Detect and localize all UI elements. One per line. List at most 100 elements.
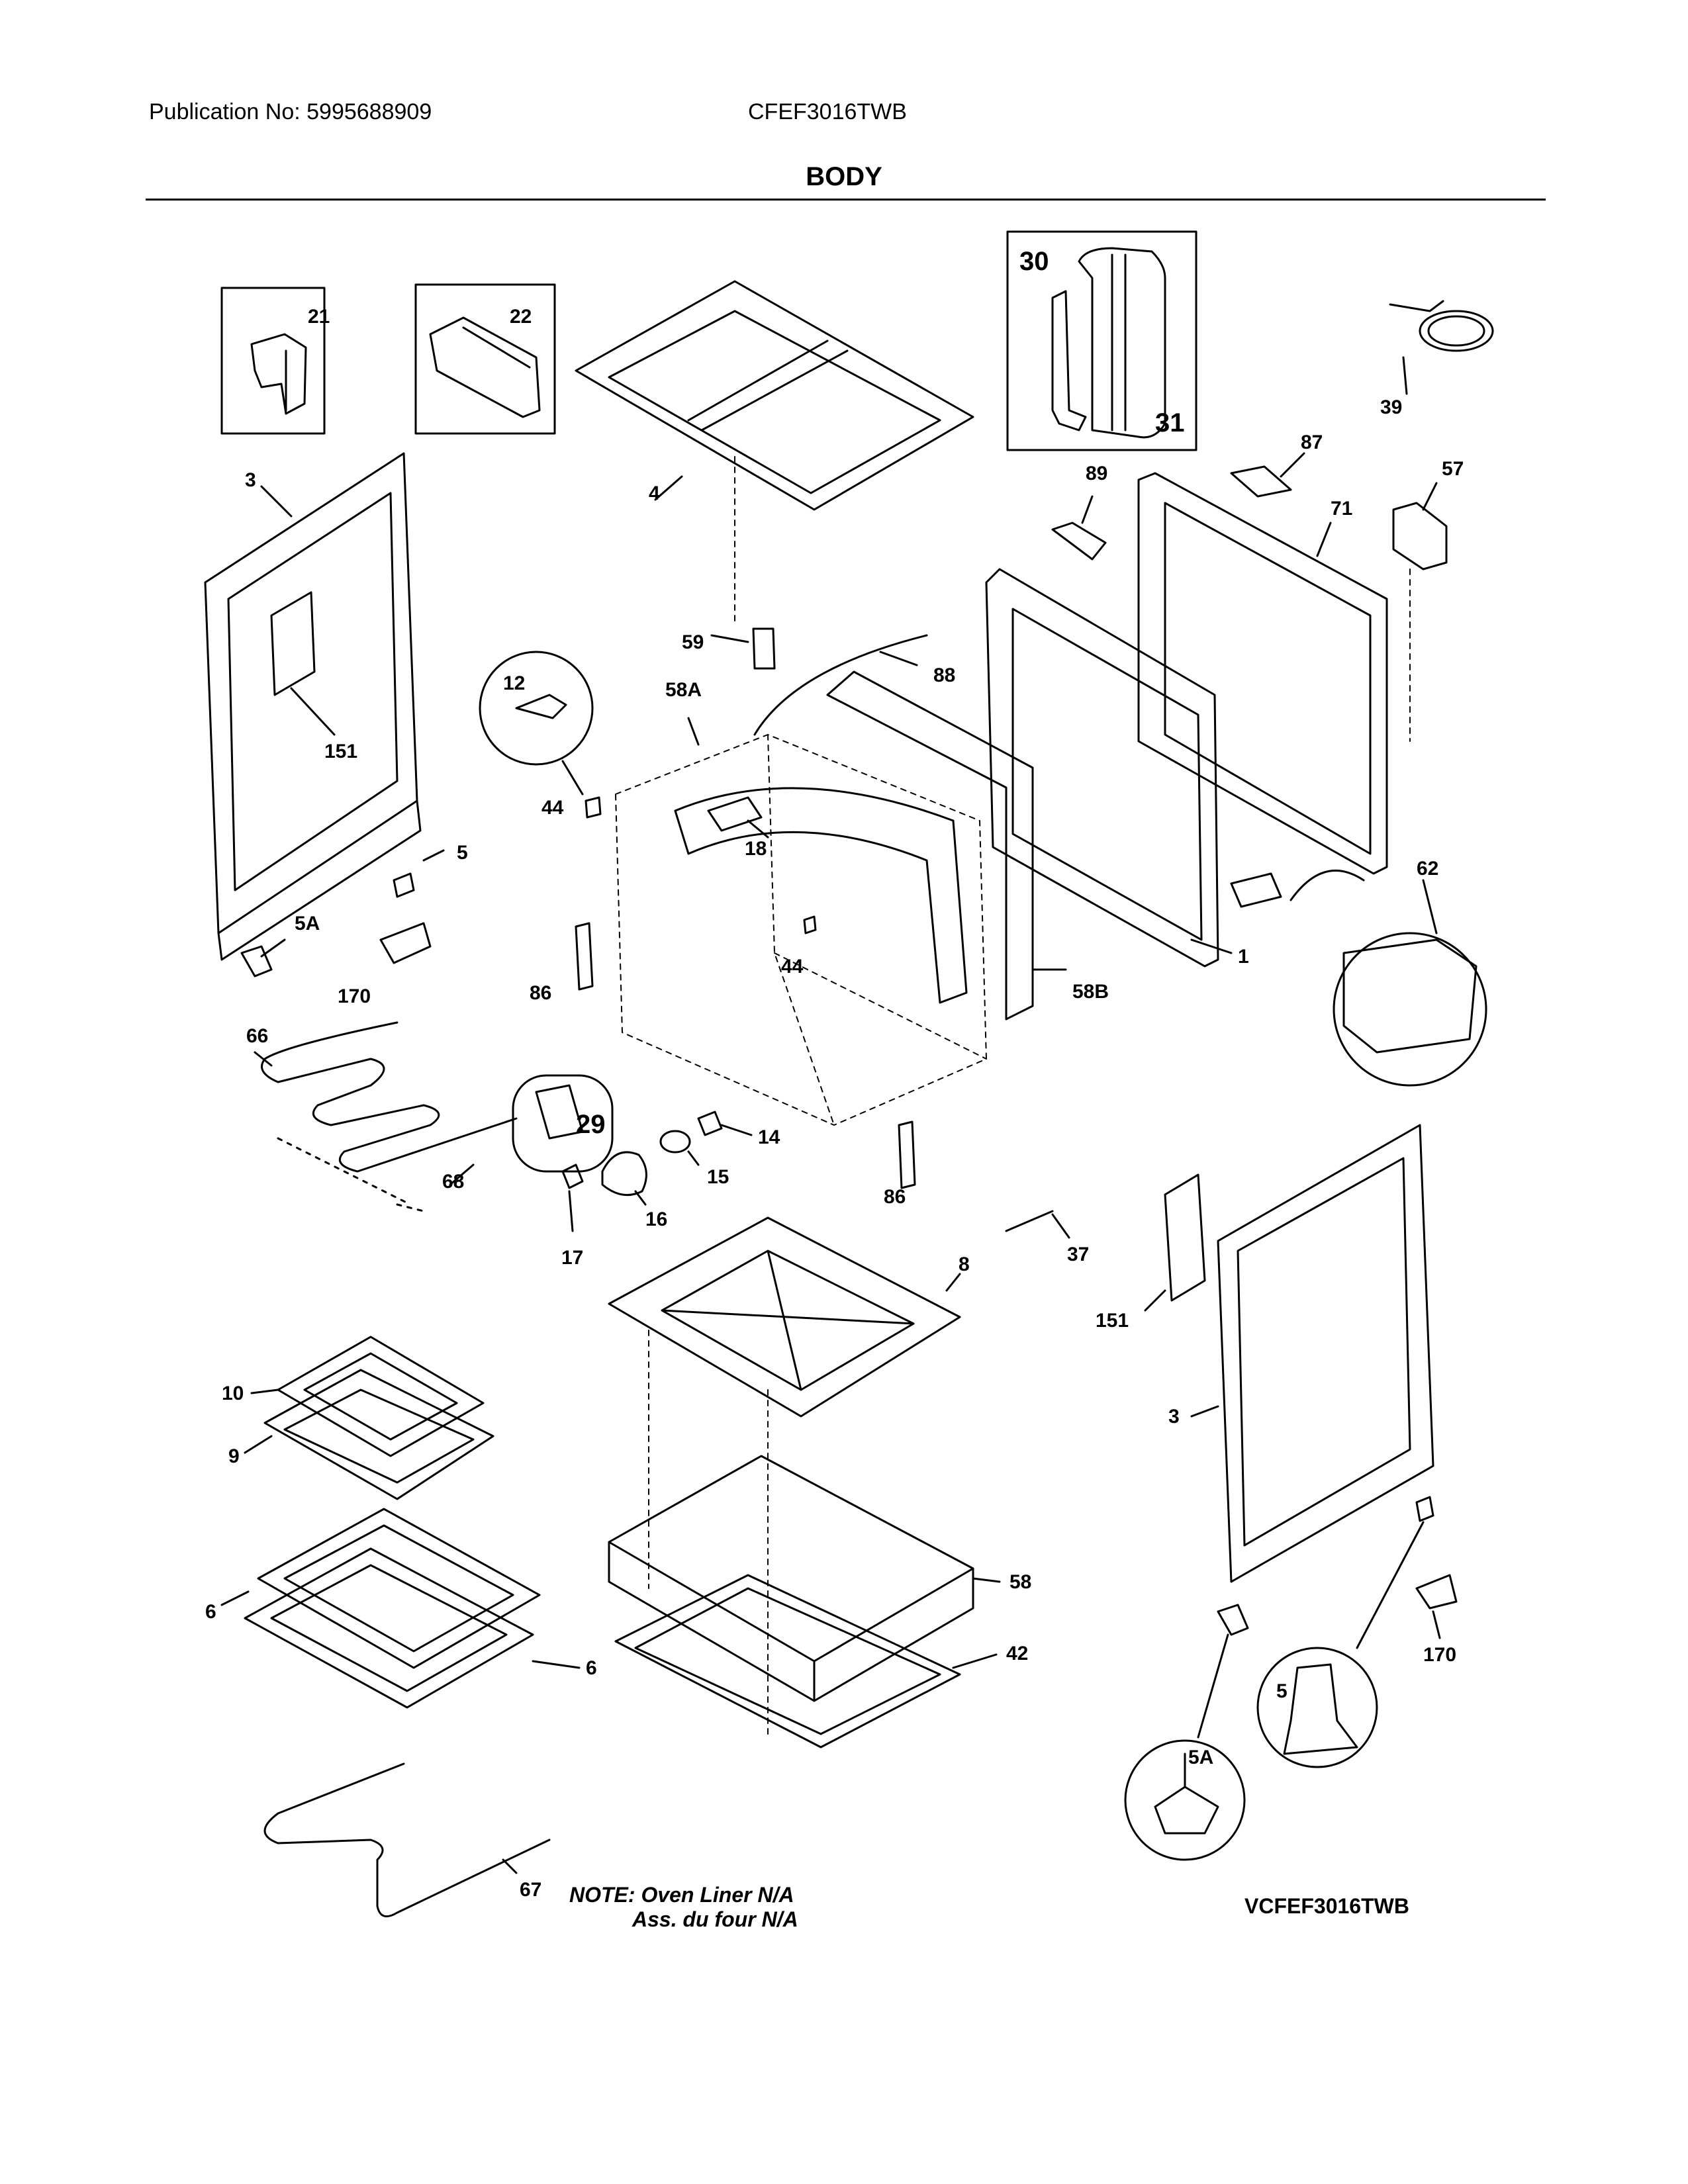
callout-44b: 44 [781, 956, 804, 978]
callout-3b: 3 [1168, 1406, 1180, 1428]
oven-liner-dashed [615, 734, 987, 1126]
part-89-bracket [1051, 522, 1107, 561]
callout-12: 12 [503, 672, 525, 694]
leader-58 [972, 1577, 1001, 1583]
part-170-right-bracket [1415, 1574, 1458, 1610]
callout-86a: 86 [530, 982, 551, 1004]
part-10-broil-grid [277, 1336, 485, 1457]
callout-42: 42 [1006, 1643, 1028, 1664]
callout-87: 87 [1301, 432, 1323, 453]
part-15-bulb [659, 1130, 691, 1154]
section-title: BODY [806, 162, 882, 191]
callout-170a: 170 [338, 985, 371, 1007]
callout-58A: 58A [665, 679, 702, 701]
part-86-right-bracket [898, 1120, 916, 1189]
callout-17: 17 [561, 1247, 583, 1269]
part-8-oven-bottom [608, 1216, 961, 1418]
callout-labels: 21 22 30 31 39 3 4 87 57 89 71 59 88 12 … [205, 247, 1464, 1901]
leader-59 [710, 634, 749, 643]
leader-4 [654, 475, 683, 501]
callout-18: 18 [745, 838, 767, 860]
part-37-wire [1005, 1210, 1054, 1232]
part-21-bracket [250, 333, 307, 415]
callout-58: 58 [1009, 1571, 1031, 1593]
leader-58A [687, 717, 700, 746]
leader-15 [687, 1150, 700, 1166]
part-42-bottom-panel [614, 1574, 961, 1749]
callout-30: 30 [1019, 247, 1049, 276]
part-62-terminal-block [1230, 872, 1282, 908]
part-1-rear-panel [985, 568, 1219, 968]
leader-62 [1422, 879, 1438, 934]
callout-16: 16 [645, 1208, 667, 1230]
leader-6a [220, 1590, 250, 1606]
callout-9: 9 [228, 1445, 240, 1467]
part-44b-screw [803, 915, 817, 934]
callout-151a: 151 [324, 741, 357, 762]
callout-57: 57 [1442, 458, 1464, 480]
part-71-back-cover [1137, 472, 1388, 875]
part-9-broil-pan [263, 1369, 494, 1500]
note-line-2: Ass. du four N/A [632, 1907, 798, 1931]
detail-circle-12 [479, 651, 594, 766]
inset-box-22 [414, 283, 556, 435]
part-6-lower-rack [244, 1547, 534, 1709]
callout-5a: 5 [457, 842, 468, 864]
callout-4: 4 [649, 482, 660, 504]
part-67-bake-element [263, 1762, 551, 1918]
detail-circle-5 [1256, 1647, 1378, 1768]
part-5-right-leveler [1415, 1496, 1434, 1522]
leader-89 [1081, 495, 1094, 524]
part-44a-screw [585, 796, 602, 819]
callout-66: 66 [246, 1025, 268, 1047]
part-57-cover [1392, 502, 1448, 570]
part-14-socket [697, 1111, 723, 1136]
leader-10 [250, 1388, 279, 1394]
callout-10: 10 [222, 1383, 244, 1404]
callout-71: 71 [1331, 498, 1352, 520]
part-30-cover [1078, 247, 1166, 439]
leader-37 [1051, 1213, 1070, 1239]
callout-5b: 5 [1276, 1680, 1288, 1702]
part-5-detail [1283, 1663, 1358, 1755]
leader-3b [1190, 1405, 1219, 1418]
part-58A-insulation [674, 787, 968, 1004]
callout-22: 22 [510, 306, 532, 328]
part-39-cord [1389, 300, 1494, 395]
leader-5Aa [260, 938, 286, 958]
leader-17 [568, 1190, 574, 1232]
part-16-lens [601, 1151, 647, 1197]
dash-8-down [648, 1330, 769, 1735]
leader-5a [422, 849, 445, 862]
part-5-left-leveler [393, 872, 415, 898]
callout-58B: 58B [1072, 981, 1109, 1003]
leader-151b [1144, 1289, 1166, 1312]
leader-3a [260, 485, 293, 518]
note-line-1: NOTE: Oven Liner N/A [569, 1883, 794, 1907]
part-29-bracket [535, 1084, 584, 1140]
leader-8 [945, 1273, 961, 1292]
callout-1: 1 [1238, 946, 1249, 968]
callout-68: 68 [442, 1171, 464, 1193]
callout-89: 89 [1086, 463, 1107, 484]
leader-9 [244, 1435, 273, 1454]
callout-67: 67 [520, 1879, 541, 1901]
callout-88: 88 [933, 664, 955, 686]
callout-29: 29 [576, 1110, 606, 1139]
callout-14: 14 [758, 1126, 780, 1148]
part-68-shield [277, 1137, 425, 1212]
part-18-bracket [707, 796, 763, 832]
inset-box-21 [220, 287, 326, 435]
part-5A-detail [1154, 1752, 1219, 1835]
part-4-top-panel [575, 280, 974, 511]
callout-59: 59 [682, 631, 704, 653]
leader-88 [879, 651, 918, 666]
leader-57 [1422, 482, 1438, 511]
leader-1 [1190, 938, 1233, 954]
callout-8: 8 [959, 1253, 970, 1275]
part-5A-left-bracket [240, 945, 273, 978]
leader-5Ab-detail [1197, 1633, 1229, 1739]
leader-67 [502, 1858, 518, 1874]
part-59-vent [752, 627, 776, 670]
callout-37: 37 [1067, 1244, 1089, 1265]
